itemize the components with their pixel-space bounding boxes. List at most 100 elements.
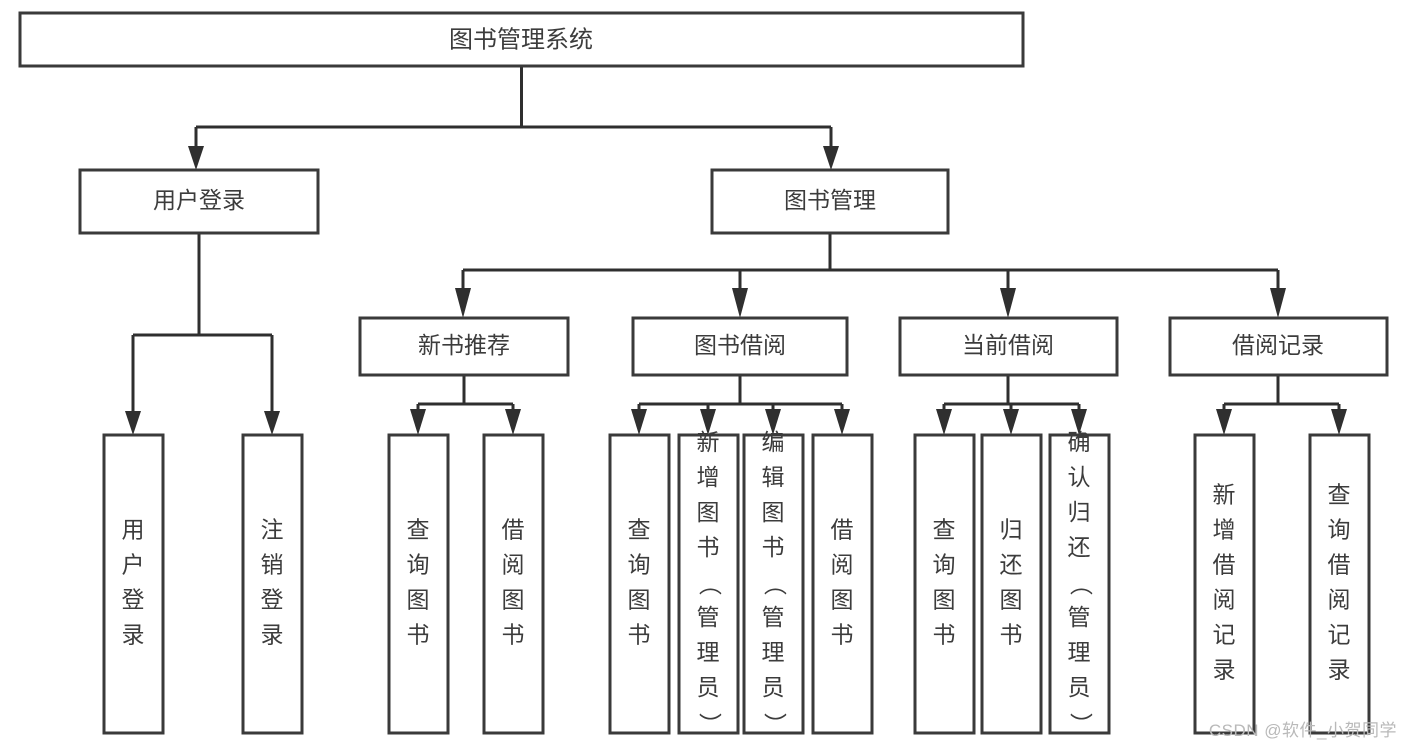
arrow-to-borrow-record xyxy=(1270,288,1286,318)
vertical-label-char: 借 xyxy=(831,517,854,543)
node-current-borrow-box[interactable] xyxy=(898,316,1119,377)
vertical-label-char: 查 xyxy=(628,517,651,543)
leaf-query-book-2-box[interactable] xyxy=(608,433,671,735)
node-book-borrow[interactable]: 图书借阅 xyxy=(631,316,849,377)
edge-currentborrow-bus xyxy=(942,375,1081,413)
node-borrow-record-box[interactable] xyxy=(1168,316,1389,377)
edge-bookmanage-bus xyxy=(461,233,1280,290)
arrow-to-leaf-borrow-book-1 xyxy=(505,409,521,435)
leaf-query-book-1-box[interactable] xyxy=(387,433,450,735)
leaf-borrow-book-2-box[interactable] xyxy=(811,433,874,735)
node-borrow-record[interactable]: 借阅记录 xyxy=(1168,316,1389,377)
leaf-logout-box[interactable] xyxy=(241,433,304,735)
arrow-to-leaf-query-book-2 xyxy=(631,409,647,435)
vertical-label-char: 归 xyxy=(1000,517,1023,543)
leaf-borrow-book-1-box[interactable] xyxy=(482,433,545,735)
node-current-borrow[interactable]: 当前借阅 xyxy=(898,316,1119,377)
node-book-borrow-box[interactable] xyxy=(631,316,849,377)
vertical-label-char: 理 xyxy=(762,639,785,665)
vertical-label-char: 记 xyxy=(1213,622,1236,648)
node-book-manage-box[interactable] xyxy=(710,168,950,235)
node-root[interactable]: 图书管理系统 xyxy=(18,11,1025,68)
vertical-label-char: 录 xyxy=(1213,657,1236,683)
arrow-to-leaf-query-book-1 xyxy=(410,409,426,435)
leaf-add-record-box[interactable] xyxy=(1193,433,1256,735)
node-book-manage-label: 图书管理 xyxy=(784,187,876,213)
node-new-book-rec-label: 新书推荐 xyxy=(418,332,510,358)
vertical-label-char: 理 xyxy=(1068,639,1091,665)
arrow-to-leaf-borrow-book-2 xyxy=(834,409,850,435)
vertical-label-char: 录 xyxy=(1328,657,1351,683)
leaf-add-book-box[interactable] xyxy=(677,433,740,735)
vertical-label-char: 书 xyxy=(831,622,854,648)
node-new-book-rec[interactable]: 新书推荐 xyxy=(358,316,570,377)
leaf-confirm-return-box[interactable] xyxy=(1048,433,1111,735)
arrow-to-leaf-edit-book xyxy=(765,409,781,435)
vertical-label-char: 员 xyxy=(697,674,720,700)
node-user-login[interactable]: 用户登录 xyxy=(78,168,320,235)
vertical-label-char: 阅 xyxy=(502,552,525,578)
vertical-label-char: 查 xyxy=(1328,482,1351,508)
vertical-label-char: 登 xyxy=(261,587,284,613)
vertical-label-char: 借 xyxy=(1213,552,1236,578)
arrow-to-book-manage xyxy=(823,146,839,170)
leaf-edit-book-box[interactable] xyxy=(742,433,805,735)
vertical-label-char: 还 xyxy=(1068,534,1091,560)
edge-borrowrecord-bus xyxy=(1222,375,1341,413)
node-book-borrow-label: 图书借阅 xyxy=(694,332,786,358)
leaf-query-book-3-box[interactable] xyxy=(913,433,976,735)
vertical-label-char: 书 xyxy=(697,534,720,560)
vertical-label-char: 图 xyxy=(502,587,525,613)
vertical-label-char: 图 xyxy=(831,587,854,613)
arrow-to-leaf-query-book-3 xyxy=(936,409,952,435)
node-borrow-record-label: 借阅记录 xyxy=(1232,332,1324,358)
edge-bookborrow-bus xyxy=(637,375,844,413)
vertical-label-char: 录 xyxy=(261,622,284,648)
node-root-box[interactable] xyxy=(18,11,1025,68)
vertical-label-char: 新 xyxy=(1213,482,1236,508)
arrow-to-leaf-confirm-return xyxy=(1071,409,1087,435)
leaf-user-login-box[interactable] xyxy=(102,433,165,735)
connector-layer xyxy=(125,66,1347,435)
vertical-label-char: 用 xyxy=(122,517,145,543)
node-new-book-rec-box[interactable] xyxy=(358,316,570,377)
vertical-label-char: （ xyxy=(1068,573,1094,596)
leaf-return-book-box[interactable] xyxy=(980,433,1043,735)
node-user-login-box[interactable] xyxy=(78,168,320,235)
vertical-label-char: 图 xyxy=(933,587,956,613)
vertical-label-char: 注 xyxy=(261,517,284,543)
vertical-label-char: 图 xyxy=(762,499,785,525)
vertical-label-char: 书 xyxy=(762,534,785,560)
vertical-label-char: 记 xyxy=(1328,622,1351,648)
vertical-label-char: 书 xyxy=(628,622,651,648)
node-book-manage[interactable]: 图书管理 xyxy=(710,168,950,235)
leaf-user-login[interactable]: 用户登录 xyxy=(102,433,165,735)
arrow-to-leaf-add-record xyxy=(1216,409,1232,435)
leaf-query-record-box[interactable] xyxy=(1308,433,1371,735)
vertical-label-char: 员 xyxy=(762,674,785,700)
vertical-label-char: 查 xyxy=(933,517,956,543)
vertical-label-char: 阅 xyxy=(831,552,854,578)
vertical-label-char: 增 xyxy=(1213,517,1236,543)
